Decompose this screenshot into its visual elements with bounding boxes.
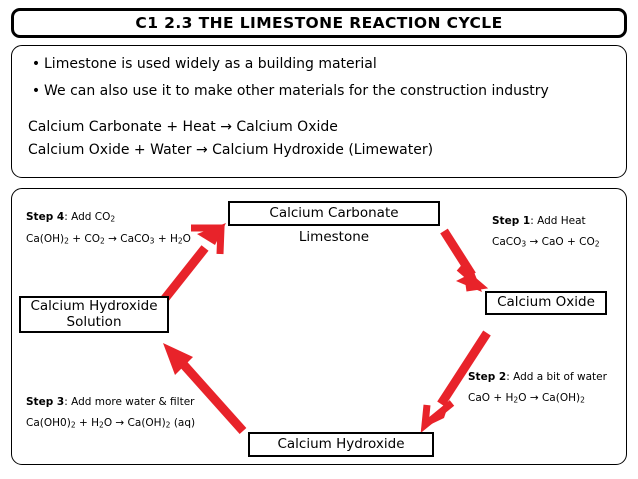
node-calcium-hydroxide-solution: Calcium Hydroxide Solution <box>19 296 169 333</box>
node-calcium-hydroxide: Calcium Hydroxide <box>248 432 434 457</box>
bullet-text: We can also use it to make other materia… <box>44 83 549 100</box>
reaction-cycle-panel <box>11 188 627 465</box>
step-3-action: Add more water & filter <box>71 396 195 408</box>
step-4-action: Add CO2 <box>71 211 116 224</box>
step-2-action: Add a bit of water <box>513 371 607 383</box>
step-4-separator: : <box>64 211 72 223</box>
step-2-label: Step 2 <box>468 371 507 383</box>
step-3-equation: Ca(OH0)2 + H2O → Ca(OH)2 (aq) <box>26 417 196 430</box>
node-calcium-oxide: Calcium Oxide <box>485 291 607 315</box>
step-3-separator: : <box>64 396 72 408</box>
slide-title: C1 2.3 THE LIMESTONE REACTION CYCLE <box>135 14 503 32</box>
step-1-separator: : <box>530 215 538 227</box>
node-calcium-hydroxide-solution-line2: Solution <box>66 313 122 330</box>
slide-title-box: C1 2.3 THE LIMESTONE REACTION CYCLE <box>11 8 627 38</box>
step-2-note: Step 2: Add a bit of water CaO + H2O → C… <box>468 371 607 405</box>
node-limestone-sublabel: Limestone <box>298 229 370 245</box>
step-1-action: Add Heat <box>537 215 586 227</box>
node-calcium-hydroxide-solution-line1: Calcium Hydroxide <box>30 298 158 315</box>
node-calcium-hydroxide-label: Calcium Hydroxide <box>277 435 405 452</box>
step-3-label: Step 3 <box>26 396 65 408</box>
bullet-item: • Limestone is used widely as a building… <box>28 56 610 72</box>
step-2-separator: : <box>506 371 514 383</box>
step-3-header: Step 3: Add more water & filter <box>26 396 195 408</box>
step-1-equation: CaCO3 → CaO + CO2 <box>492 236 600 249</box>
step-4-header: Step 4: Add CO2 <box>26 211 191 224</box>
intro-panel: • Limestone is used widely as a building… <box>11 45 627 178</box>
step-1-note: Step 1: Add Heat CaCO3 → CaO + CO2 <box>492 215 600 249</box>
bullet-marker-icon: • <box>31 83 41 100</box>
bullet-marker-icon: • <box>31 56 41 72</box>
step-2-header: Step 2: Add a bit of water <box>468 371 607 383</box>
step-3-note: Step 3: Add more water & filter Ca(OH0)2… <box>26 396 195 430</box>
bullet-text: Limestone is used widely as a building m… <box>44 56 377 72</box>
step-4-label: Step 4 <box>26 211 65 223</box>
step-2-equation: CaO + H2O → Ca(OH)2 <box>468 392 585 405</box>
bullet-item: • We can also use it to make other mater… <box>28 83 610 99</box>
word-equation-1: Calcium Carbonate + Heat → Calcium Oxide <box>28 119 338 136</box>
word-equation-2: Calcium Oxide + Water → Calcium Hydroxid… <box>28 142 434 159</box>
step-4-note: Step 4: Add CO2 Ca(OH)2 + CO2 → CaCO3 + … <box>26 211 191 245</box>
step-1-label: Step 1 <box>492 215 531 227</box>
node-calcium-oxide-label: Calcium Oxide <box>497 294 595 311</box>
step-1-header: Step 1: Add Heat <box>492 215 600 227</box>
node-calcium-carbonate-label: Calcium Carbonate <box>269 204 399 221</box>
step-4-equation: Ca(OH)2 + CO2 → CaCO3 + H2O <box>26 232 191 246</box>
node-calcium-carbonate: Calcium Carbonate <box>228 201 440 226</box>
